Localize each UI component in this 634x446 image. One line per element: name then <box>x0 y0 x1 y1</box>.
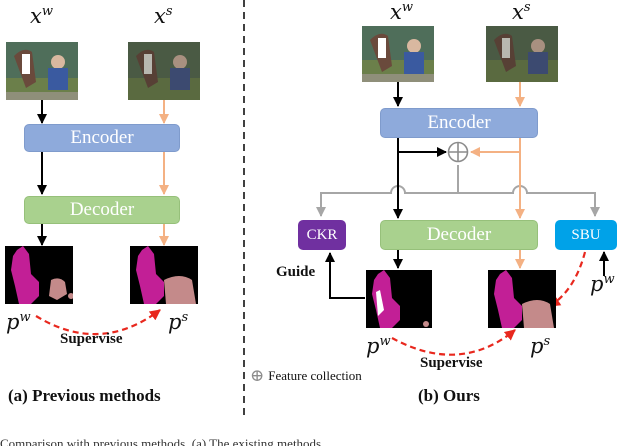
feature-collection-icon <box>447 141 469 163</box>
left-output-weak-label: pw <box>6 310 31 334</box>
legend-label: Feature collection <box>268 368 362 383</box>
sbu-output-label: pw <box>590 272 615 296</box>
right-output-weak-label: pw <box>366 334 391 358</box>
legend: ⊕ Feature collection <box>250 366 362 386</box>
right-caption: (b) Ours <box>418 386 480 405</box>
right-supervise-arrow <box>391 329 516 356</box>
left-strong-image <box>128 42 200 100</box>
right-weak-image <box>362 26 434 82</box>
ckr-box: CKR <box>298 220 346 250</box>
right-input-weak-label: xw <box>390 0 413 24</box>
left-decoder-box: Decoder <box>24 196 180 224</box>
left-input-strong-label: xs <box>154 4 173 28</box>
right-output-strong-label: ps <box>530 334 551 358</box>
left-input-weak-label: xw <box>30 4 53 28</box>
figure-caption-text: Comparison with previous methods. (a) Th… <box>0 436 322 446</box>
left-weak-mask <box>5 246 73 304</box>
legend-symbol-icon: ⊕ <box>250 366 265 385</box>
left-output-strong-label: ps <box>168 310 189 334</box>
left-weak-image <box>6 42 78 100</box>
left-supervise-arrow <box>35 309 161 336</box>
right-weak-mask <box>366 270 432 328</box>
guide-label: Guide <box>276 264 316 280</box>
sbu-box: SBU <box>555 220 617 250</box>
left-strong-mask <box>130 246 198 304</box>
left-caption: (a) Previous methods <box>8 386 161 405</box>
left-encoder-box: Encoder <box>24 124 180 152</box>
right-strong-mask <box>488 270 556 328</box>
right-input-strong-label: xs <box>512 0 531 24</box>
right-decoder-box: Decoder <box>380 220 538 250</box>
right-encoder-box: Encoder <box>380 108 538 138</box>
right-strong-image <box>486 26 558 82</box>
right-supervise-label: Supervise <box>420 355 483 371</box>
left-supervise-label: Supervise <box>60 331 123 347</box>
